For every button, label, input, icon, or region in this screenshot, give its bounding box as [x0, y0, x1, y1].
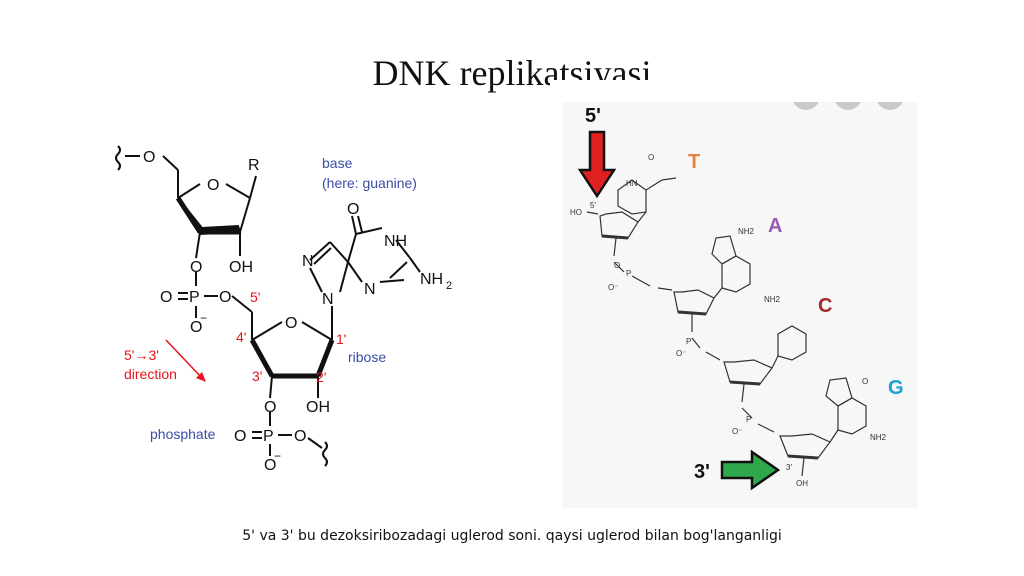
- chain-wave-top: [115, 145, 121, 171]
- atom-o-ester-1: O: [219, 289, 231, 306]
- atom-o-double-1: O: [160, 289, 172, 306]
- strand-three-prime: 3': [786, 463, 792, 472]
- strand-oh: OH: [796, 479, 808, 488]
- base-letter-a: A: [768, 215, 782, 237]
- strand-ho: HO: [570, 208, 582, 217]
- strand-p-2: P: [686, 337, 691, 346]
- atom-r: R: [248, 157, 260, 174]
- strand-nh2-a: NH2: [738, 227, 755, 236]
- strand-o-g: O: [862, 377, 868, 386]
- red-down-arrow-icon: [577, 130, 617, 199]
- atom-oh-bottom: OH: [306, 399, 330, 416]
- atom-o-3prime-top: O: [190, 259, 202, 276]
- label-c2: 2': [316, 369, 326, 385]
- arrow-label-3prime: 3': [694, 461, 710, 483]
- label-here-guanine: (here: guanine): [322, 175, 417, 191]
- base-letter-g: G: [888, 377, 904, 399]
- strand-om-3: O⁻: [732, 427, 742, 436]
- atom-p-2: P: [263, 428, 274, 445]
- strand-om-2: O⁻: [676, 349, 686, 358]
- atom-n1h: NH: [384, 233, 407, 250]
- label-c3: 3': [252, 368, 262, 384]
- atom-o-ring-bottom: O: [285, 315, 297, 332]
- base-letter-t: T: [688, 151, 700, 173]
- left-labels: base (here: guanine) ribose phosphate 5'…: [124, 155, 417, 442]
- strand-bonds: [586, 177, 867, 477]
- slide-caption: 5' va 3' bu dezoksiribozadagi uglerod so…: [242, 528, 782, 544]
- left-bonds: [115, 145, 421, 467]
- label-phosphate: phosphate: [150, 426, 216, 442]
- base-letter-c: C: [818, 295, 832, 317]
- label-base: base: [322, 155, 353, 171]
- atom-o6: O: [347, 201, 359, 218]
- strand-om-1: O⁻: [608, 283, 618, 292]
- label-direction-1: 5'→3': [124, 347, 159, 363]
- strand-p-1: P: [626, 269, 631, 278]
- atom-n3: N: [364, 281, 376, 298]
- strand-hn-t: HN: [626, 179, 638, 188]
- atom-o-minus-1: O: [190, 319, 202, 336]
- charge-minus-2: −: [274, 449, 281, 463]
- strand-image-background: [550, 100, 918, 508]
- strand-p-3: P: [746, 415, 751, 424]
- atom-oh-top: OH: [229, 259, 253, 276]
- atom-o-3prime-bottom: O: [264, 399, 276, 416]
- atom-o-minus-2: O: [264, 457, 276, 474]
- arrow-label-5prime: 5': [585, 105, 601, 127]
- strand-nh2-g: NH2: [870, 433, 887, 442]
- label-ribose: ribose: [348, 349, 386, 365]
- atom-n7: N: [302, 253, 314, 270]
- chain-wave-bottom: [322, 441, 328, 467]
- strand-o-1: O: [614, 261, 620, 270]
- atom-o-ester-2: O: [294, 428, 306, 445]
- green-right-arrow-icon: [720, 449, 781, 491]
- atom-nh2: NH: [420, 271, 443, 288]
- atom-o-5prime-top: O: [143, 149, 155, 166]
- strand-atoms: HO 5' O P O⁻ P O⁻ P O⁻ 3' OH NH2 NH2 NH2…: [570, 153, 887, 488]
- strand-o-t: O: [648, 153, 654, 162]
- charge-minus-1: −: [200, 311, 207, 325]
- left-atoms: O O R OH O O P O O − O OH O O P O O − N …: [143, 149, 452, 474]
- strand-nh2-c: NH2: [764, 295, 781, 304]
- label-direction-2: direction: [124, 366, 177, 382]
- label-c1: 1': [336, 331, 346, 347]
- base-letters: T A C G: [688, 151, 904, 399]
- atom-p-1: P: [189, 289, 200, 306]
- atom-n9: N: [322, 291, 334, 308]
- label-c4: 4': [236, 329, 246, 345]
- atom-o-double-2: O: [234, 428, 246, 445]
- direction-arrow: [165, 339, 206, 382]
- atom-nh2-subscript: 2: [446, 280, 452, 292]
- atom-o-ring-top: O: [207, 177, 219, 194]
- strand-five-prime: 5': [590, 201, 596, 210]
- label-c5: 5': [250, 289, 260, 305]
